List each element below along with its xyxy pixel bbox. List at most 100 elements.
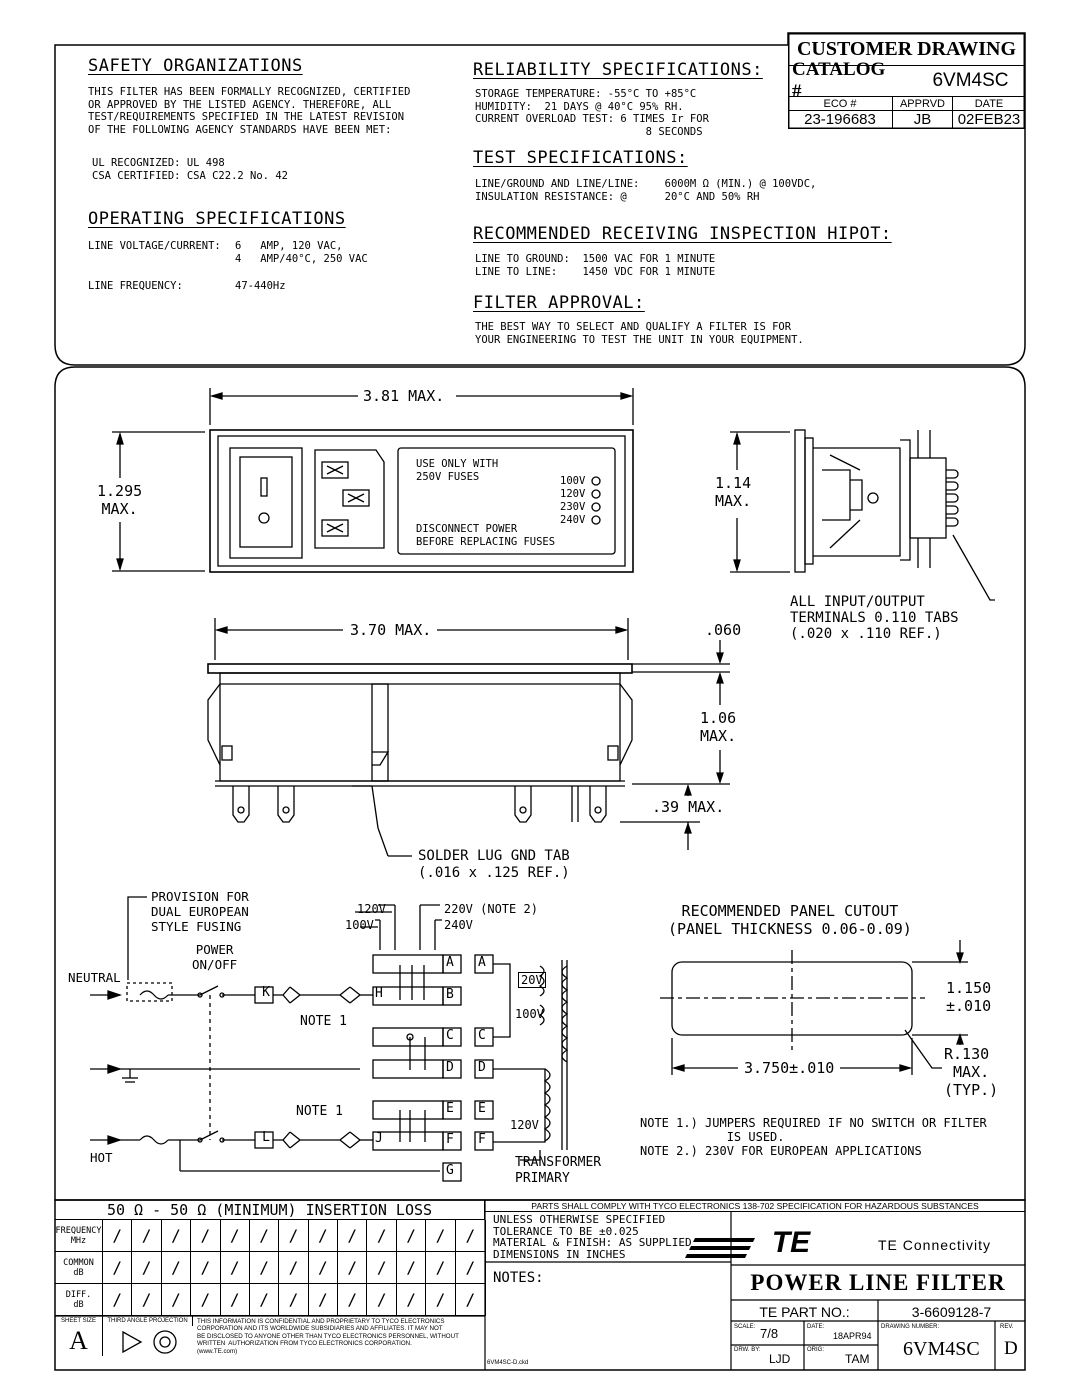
insertion-cell: / — [249, 1220, 280, 1252]
rev-value: D — [1004, 1338, 1018, 1359]
note-1: NOTE 1.) JUMPERS REQUIRED IF NO SWITCH O… — [640, 1116, 987, 1144]
mechanical-drawing — [90, 388, 995, 1182]
product-title: POWER LINE FILTER — [750, 1270, 1006, 1295]
cutout-title: RECOMMENDED PANEL CUTOUT (PANEL THICKNES… — [668, 902, 912, 938]
file-name: 6VM4SC-D.ckd — [487, 1360, 529, 1366]
solder-note: SOLDER LUG GND TAB (.016 x .125 REF.) — [418, 848, 570, 881]
te-logo: TE — [771, 1226, 811, 1259]
tolerance-block: UNLESS OTHERWISE SPECIFIED TOLERANCE TO … — [493, 1213, 692, 1261]
cutout-height-dim: 1.150 ±.010 — [946, 979, 992, 1015]
projection-icon — [122, 1330, 177, 1354]
reliability-title: RELIABILITY SPECIFICATIONS: — [473, 60, 763, 80]
test-title: TEST SPECIFICATIONS: — [473, 148, 688, 168]
insertion-cell: / — [367, 1252, 397, 1284]
insertion-cell: / — [249, 1252, 280, 1284]
cutout-radius-dim: R.130 MAX. (TYP.) — [944, 1045, 999, 1099]
operating-title: OPERATING SPECIFICATIONS — [88, 209, 346, 229]
block-e: E — [446, 1101, 454, 1116]
test-body: LINE/GROUND AND LINE/LINE: 6000M Ω (MIN.… — [475, 178, 817, 203]
terminal-h: H — [375, 986, 383, 1001]
ul-cert: UL RECOGNIZED: UL 498 — [92, 157, 225, 169]
eco-value: 23-196683 — [788, 110, 893, 128]
rev-label: REV. — [1000, 1324, 1014, 1330]
switch-label: POWER ON/OFF — [192, 942, 238, 972]
xfmr-term-d: D — [478, 1060, 486, 1075]
winding-100v: 100V — [515, 1007, 544, 1021]
terminals-note: ALL INPUT/OUTPUT TERMINALS 0.110 TABS (.… — [790, 594, 959, 642]
transformer-label: TRANSFORMER PRIMARY — [515, 1155, 602, 1186]
jumper-100v: 100V — [345, 918, 374, 932]
sheet-size-value: A — [55, 1326, 103, 1356]
insertion-cell: / — [455, 1220, 485, 1252]
disconnect-label: DISCONNECT POWER BEFORE REPLACING FUSES — [416, 523, 556, 548]
jumper-220v: 220V (NOTE 2) — [444, 902, 538, 916]
voltage-230: 230V — [560, 501, 586, 513]
date-label: DATE — [953, 96, 1025, 110]
date-block-value: 18APR94 — [833, 1331, 872, 1341]
eco-label: ECO # — [788, 96, 893, 110]
insertion-cell: / — [103, 1220, 133, 1252]
hot-label: HOT — [90, 1150, 113, 1165]
insertion-cell: / — [338, 1252, 368, 1284]
hipot-title: RECOMMENDED RECEIVING INSPECTION HIPOT: — [473, 224, 892, 244]
row-frequency: FREQUENCY MHz — [55, 1220, 103, 1252]
safety-title: SAFETY ORGANIZATIONS — [88, 56, 303, 76]
approval-title: FILTER APPROVAL: — [473, 293, 645, 313]
lug-dim: .39 MAX. — [652, 798, 725, 816]
terminal-k: K — [262, 985, 270, 1000]
freq-value: 47-440Hz — [235, 280, 286, 292]
insertion-cell: / — [338, 1220, 368, 1252]
row-common: COMMON dB — [55, 1252, 103, 1284]
voltage-240: 240V — [560, 514, 586, 526]
block-c: C — [446, 1028, 454, 1043]
terminal-j: J — [375, 1131, 383, 1146]
insertion-cell: / — [308, 1252, 339, 1284]
block-d: D — [446, 1060, 454, 1075]
orig-value: TAM — [845, 1352, 870, 1366]
scale-label: SCALE: — [734, 1324, 756, 1330]
catalog-value: 6VM4SC — [932, 70, 1009, 91]
depth-dim: 1.06 MAX. — [700, 709, 737, 745]
safety-body: THIS FILTER HAS BEEN FORMALLY RECOGNIZED… — [88, 86, 411, 136]
xfmr-term-c: C — [478, 1028, 486, 1043]
insertion-cell: / — [191, 1220, 221, 1252]
drawing-number-value: 6VM4SC — [903, 1338, 980, 1360]
insertion-cell: / — [396, 1220, 427, 1252]
notes-label: NOTES: — [493, 1270, 544, 1286]
insertion-grid: /////////////////////////////////////// — [103, 1220, 486, 1316]
flange-dim: .060 — [705, 621, 742, 639]
csa-cert: CSA CERTIFIED: CSA C22.2 No. 42 — [92, 170, 288, 182]
fuse-warning-label: USE ONLY WITH 250V FUSES — [416, 458, 499, 483]
date-block-label: DATE: — [807, 1324, 825, 1330]
side-height-dim: 1.14 MAX. — [715, 474, 752, 510]
voltage-value: 6 AMP, 120 VAC, 4 AMP/40°C, 250 VAC — [235, 240, 368, 265]
winding-120v: 120V — [510, 1118, 539, 1132]
confidential-notice: THIS INFORMATION IS CONFIDENTIAL AND PRO… — [197, 1318, 459, 1355]
fusing-note: PROVISION FOR DUAL EUROPEAN STYLE FUSING — [151, 889, 249, 934]
insertion-cell: / — [161, 1252, 192, 1284]
note-2: NOTE 2.) 230V FOR EUROPEAN APPLICATIONS — [640, 1144, 922, 1158]
part-no-label: TE PART NO.: — [759, 1304, 850, 1320]
cutout-width-dim: 3.750±.010 — [744, 1059, 835, 1077]
voltage-label: LINE VOLTAGE/CURRENT: — [88, 240, 221, 252]
part-no-value: 3-6609128-7 — [911, 1304, 992, 1320]
voltage-100: 100V — [560, 475, 586, 487]
freq-label: LINE FREQUENCY: — [88, 280, 183, 292]
voltage-120: 120V — [560, 488, 586, 500]
terminal-l: L — [262, 1130, 270, 1145]
width-dim-370: 3.70 MAX. — [350, 621, 432, 639]
insertion-cell: / — [426, 1220, 456, 1252]
drawn-by-label: DRW. BY: — [734, 1347, 761, 1353]
customer-title-block: CUSTOMER DRAWING CATALOG # 6VM4SC ECO # … — [788, 33, 1025, 128]
bottom-title-block: 50 Ω - 50 Ω (MINIMUM) INSERTION LOSS FRE… — [55, 1200, 1025, 1370]
block-f: F — [446, 1132, 454, 1147]
insertion-cell: / — [132, 1252, 162, 1284]
apprvd-label: APPRVD — [893, 96, 953, 110]
insertion-cell: / — [279, 1252, 309, 1284]
xfmr-term-f: F — [478, 1132, 486, 1147]
jumper-120v: 120V — [357, 902, 386, 916]
drawn-by-value: LJD — [769, 1352, 791, 1366]
hipot-body: LINE TO GROUND: 1500 VAC FOR 1 MINUTE LI… — [475, 253, 716, 278]
compliance-statement: PARTS SHALL COMPLY WITH TYCO ELECTRONICS… — [485, 1200, 1025, 1212]
insertion-cell: / — [367, 1220, 397, 1252]
